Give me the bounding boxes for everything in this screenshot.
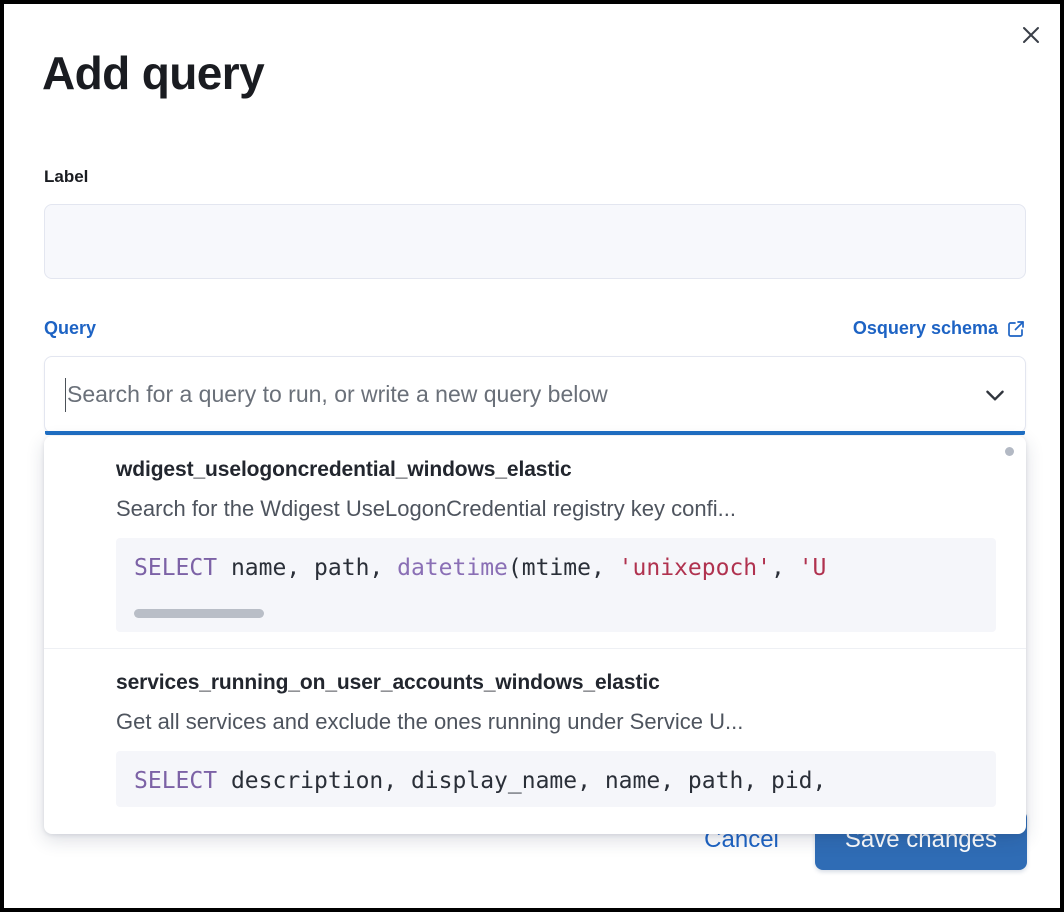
code-horizontal-scrollbar[interactable] [134,609,264,618]
sql-token-keyword: SELECT [134,555,218,581]
close-button[interactable] [1010,14,1052,56]
query-field-label: Query [44,318,97,338]
option-title: wdigest_uselogoncredential_windows_elast… [116,458,572,481]
external-link-icon [1006,318,1026,339]
list-item[interactable]: wdigest_uselogoncredential_windows_elast… [44,436,1026,632]
sql-code-line: SELECT description, display_name, name, … [134,767,996,796]
query-search-input[interactable]: Search for a query to run, or write a ne… [67,381,608,407]
option-sql-preview: SELECT name, path, datetime(mtime, 'unix… [116,538,996,632]
sql-token-plain: description, display_name, name, path, p… [217,768,827,794]
option-title: services_running_on_user_accounts_window… [116,671,660,694]
query-suggestions-dropdown: wdigest_uselogoncredential_windows_elast… [44,436,1026,834]
sql-token-string: 'unixepoch' [618,555,771,581]
sql-token-plain: (mtime, [507,555,619,581]
label-field-label: Label [44,167,89,186]
option-list: wdigest_uselogoncredential_windows_elast… [44,436,1026,807]
text-cursor [65,378,66,412]
page-title: Add query [42,47,265,99]
option-sql-preview: SELECT description, display_name, name, … [116,751,996,807]
sql-token-string: 'U [798,555,827,581]
sql-token-plain: name, path, [217,555,398,581]
sql-token-plain: , [771,555,799,581]
list-item[interactable]: services_running_on_user_accounts_window… [44,648,1026,807]
sql-token-keyword: SELECT [134,768,218,794]
osquery-schema-link[interactable]: Osquery schema [853,318,1026,339]
dropdown-scrollbar[interactable] [1005,447,1014,456]
option-description: Search for the Wdigest UseLogonCredentia… [116,496,736,521]
osquery-schema-link-label: Osquery schema [852,318,998,338]
label-input[interactable] [44,204,1026,279]
combobox-focus-underline [45,431,1025,435]
option-description: Get all services and exclude the ones ru… [116,709,744,734]
query-combobox[interactable]: Search for a query to run, or write a ne… [44,356,1026,433]
chevron-down-icon[interactable] [981,381,1009,409]
close-icon [1019,23,1043,47]
modal-dialog: Add query Label Query Osquery schema Sea… [4,4,1060,908]
sql-token-function: datetime [397,555,508,581]
sql-code-line: SELECT name, path, datetime(mtime, 'unix… [134,554,996,583]
